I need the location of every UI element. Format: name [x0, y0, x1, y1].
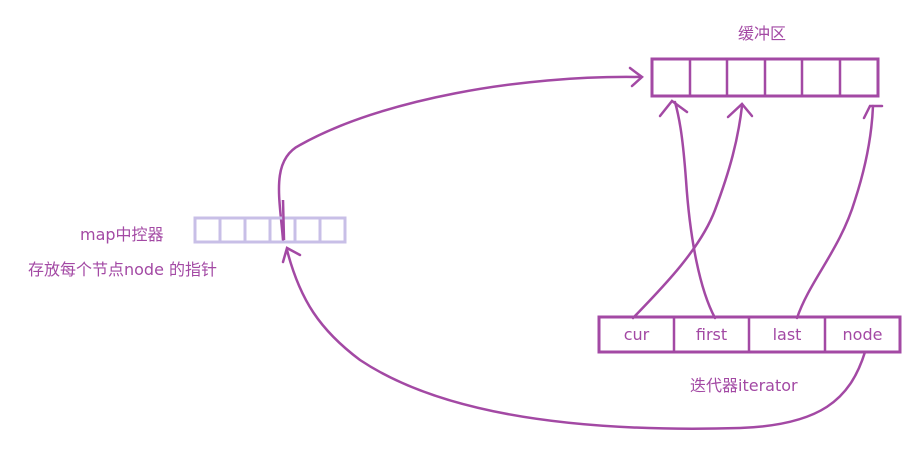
first-arrow [673, 100, 717, 320]
map-title: map中控器 [80, 225, 164, 244]
map-subtitle: 存放每个节点node 的指针 [28, 260, 218, 279]
map-to-buffer-arrow [277, 75, 642, 242]
iterator-field-last: last [772, 325, 802, 344]
buffer-title: 缓冲区 [738, 24, 787, 43]
iterator-field-node: node [842, 325, 883, 344]
cur-arrow [631, 104, 744, 320]
iterator-title: 迭代器iterator [690, 376, 798, 395]
map-box [193, 216, 347, 244]
iterator-field-cur: cur [623, 325, 650, 344]
node-to-map-arrow [285, 248, 867, 430]
iterator-field-first: first [695, 325, 728, 344]
last-arrow [795, 104, 875, 320]
